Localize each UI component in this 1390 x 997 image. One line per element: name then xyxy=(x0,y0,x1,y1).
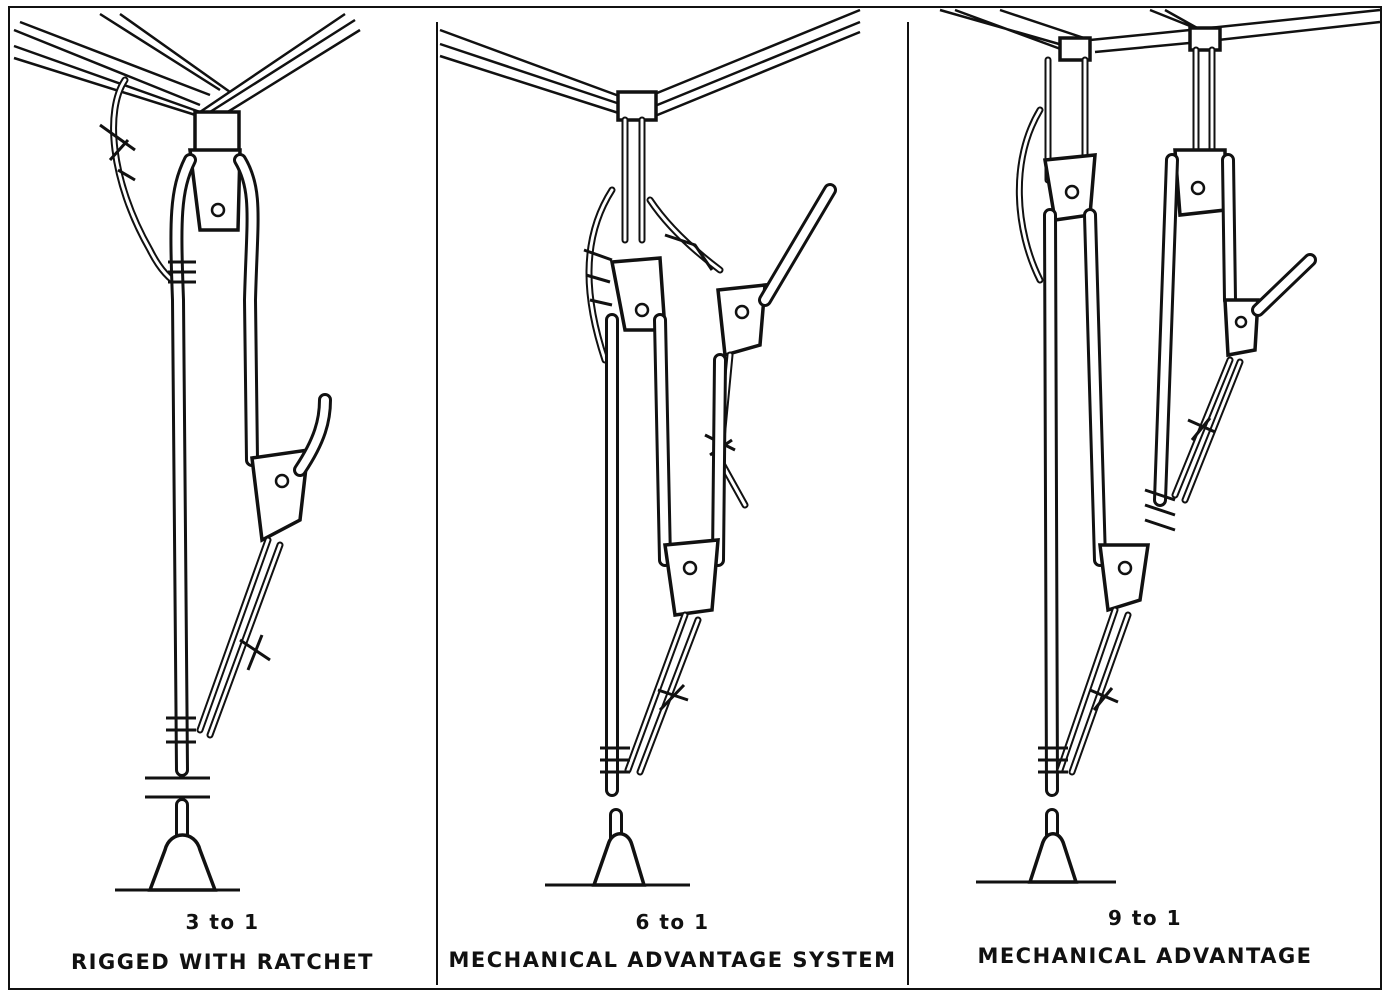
panel-2-diagram xyxy=(440,10,860,885)
floor-anchor xyxy=(1030,834,1076,882)
floor-anchor xyxy=(594,834,644,885)
floor-anchor xyxy=(150,835,215,890)
traveling-pulley xyxy=(665,540,718,615)
panel-2-label: MECHANICAL ADVANTAGE SYSTEM xyxy=(437,948,908,972)
lower-traveling-pulley xyxy=(1100,545,1148,610)
panel-3-diagram xyxy=(940,10,1380,882)
panel-3-label: MECHANICAL ADVANTAGE xyxy=(908,944,1382,968)
upper-right-pulley xyxy=(718,285,765,355)
panel-1-label: RIGGED WITH RATCHET xyxy=(8,950,437,974)
panel-3-ratio: 9 to 1 xyxy=(908,906,1382,930)
overhead-webbing xyxy=(940,10,1380,58)
panel-1-ratio: 3 to 1 xyxy=(8,910,437,934)
panel-2-ratio: 6 to 1 xyxy=(437,910,908,934)
panel-1-diagram xyxy=(14,14,360,890)
top-pulley xyxy=(190,150,240,230)
overhead-webbing xyxy=(14,14,360,118)
